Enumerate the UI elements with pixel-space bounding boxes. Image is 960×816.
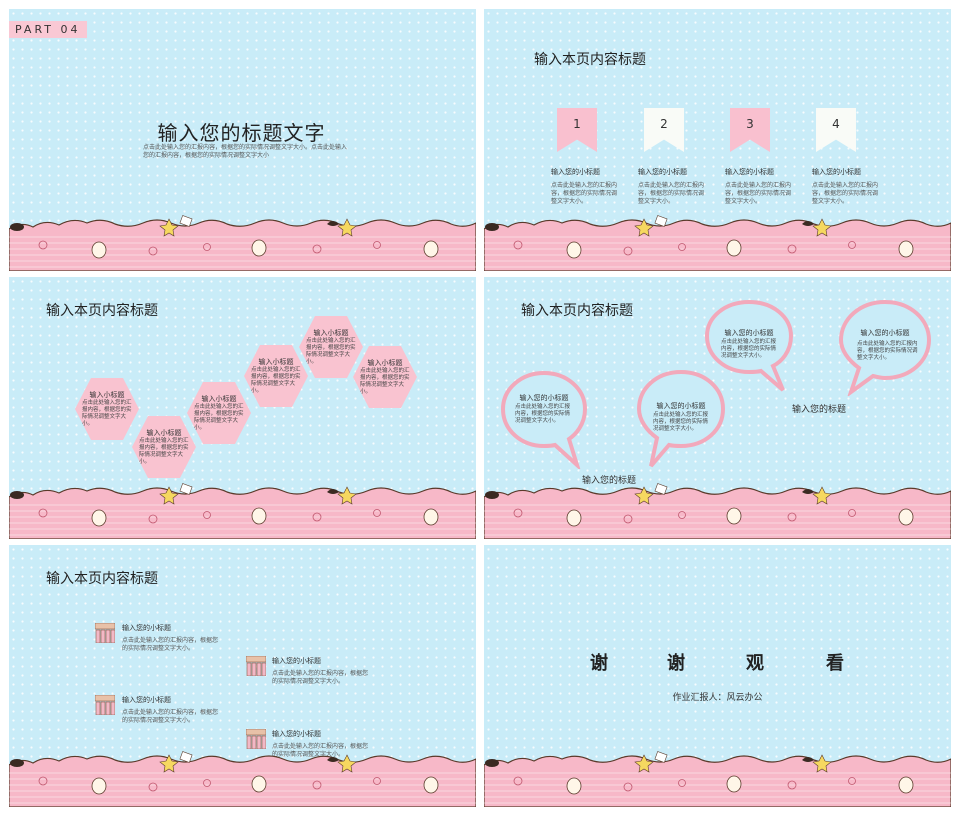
reporter-line: 作业汇报人：风云办公	[672, 693, 763, 703]
item-subtitle: 输入您的小标题	[551, 168, 600, 176]
bubble-title: 输入您的小标题	[656, 402, 706, 410]
speech-bubble: 输入您的小标题 点击此处输入您的汇报内容，根据您的实际情况调整文字大小。	[837, 298, 933, 398]
decorative-strip	[9, 751, 476, 807]
thanks-char: 看	[826, 653, 844, 674]
slide-title: 输入本页内容标题	[534, 52, 646, 68]
hex-text: 点击此处输入您的汇报内容，根据您的实际情况调整文字大小。	[82, 400, 132, 427]
slide-5[interactable]: 输入本页内容标题 输入您的小标题 点击此处输入您的汇报内容，根据您的实际情况调整…	[9, 545, 476, 807]
bubble-title: 输入您的小标题	[860, 329, 910, 337]
item-text: 点击此处输入您的汇报内容，根据您的实际情况调整文字大小。	[638, 182, 705, 205]
item-subtitle: 输入您的小标题	[812, 168, 861, 176]
number-flag-4: 4	[816, 108, 856, 152]
item-text: 点击此处输入您的汇报内容，根据您的实际情况调整文字大小。	[122, 709, 219, 724]
slide-6[interactable]: 谢 谢 观 看 作业汇报人：风云办公	[484, 545, 951, 807]
item-subtitle: 输入您的小标题	[638, 168, 687, 176]
bubble-text: 点击此处输入您的汇报内容，根据您的实际情况调整文字大小。	[653, 412, 709, 432]
item-subtitle: 输入您的小标题	[725, 168, 774, 176]
speech-bubble: 输入您的小标题 点击此处输入您的汇报内容，根据您的实际情况调整文字大小。	[703, 298, 795, 394]
hexagon-card: 输入小标题 点击此处输入您的汇报内容，根据您的实际情况调整文字大小。	[187, 382, 251, 444]
hex-text: 点击此处输入您的汇报内容，根据您的实际情况调整文字大小。	[251, 367, 301, 394]
part-label: PART 04	[9, 21, 87, 38]
list-item: 输入您的小标题 点击此处输入您的汇报内容，根据您的实际情况调整文字大小。	[272, 729, 372, 759]
item-text: 点击此处输入您的汇报内容，根据您的实际情况调整文字大小。	[272, 670, 369, 685]
bubble-text: 点击此处输入您的汇报内容，根据您的实际情况调整文字大小。	[515, 404, 571, 424]
item-text: 点击此处输入您的汇报内容，根据您的实际情况调整文字大小。	[122, 637, 219, 652]
decorative-strip	[9, 215, 476, 271]
number-flag-1: 1	[557, 108, 597, 152]
list-item: 输入您的小标题 点击此处输入您的汇报内容，根据您的实际情况调整文字大小。	[725, 167, 795, 206]
speech-bubble-shape	[838, 299, 932, 398]
decorative-strip	[9, 483, 476, 539]
slide-title: 输入本页内容标题	[46, 303, 158, 319]
item-text: 点击此处输入您的汇报内容，根据您的实际情况调整文字大小。	[725, 182, 792, 205]
bubble-title: 输入您的小标题	[519, 394, 569, 402]
speech-bubble: 输入您的小标题 点击此处输入您的汇报内容，根据您的实际情况调整文字大小。	[499, 369, 589, 472]
hexagon-card: 输入小标题 点击此处输入您的汇报内容，根据您的实际情况调整文字大小。	[244, 345, 308, 407]
number-flag-2: 2	[644, 108, 684, 152]
slide-2[interactable]: 输入本页内容标题 1 2 3 4 输入您的小标题 点击此处输入您的汇报内容，根据…	[484, 9, 951, 271]
hex-title: 输入小标题	[201, 395, 237, 403]
main-title: 输入您的标题文字	[157, 121, 326, 145]
hex-title: 输入小标题	[146, 429, 182, 437]
hex-title: 输入小标题	[313, 329, 349, 337]
hex-text: 点击此处输入您的汇报内容，根据您的实际情况调整文字大小。	[139, 438, 189, 465]
item-subtitle: 输入您的小标题	[122, 624, 171, 632]
thanks-char: 观	[746, 653, 764, 674]
thanks-char: 谢	[667, 653, 685, 674]
hex-text: 点击此处输入您的汇报内容，根据您的实际情况调整文字大小。	[306, 338, 356, 365]
books-icon	[95, 695, 115, 715]
decorative-strip	[484, 751, 951, 807]
number-flag-3: 3	[730, 108, 770, 152]
main-description: 点击此处输入您的汇报内容，根据您的实际情况调整文字大小。点击此处输入您的汇报内容…	[143, 144, 348, 159]
hex-title: 输入小标题	[89, 391, 125, 399]
bubble-label: 输入您的标题	[582, 476, 637, 486]
bubble-title: 输入您的小标题	[724, 329, 774, 337]
slide-title: 输入本页内容标题	[46, 571, 158, 587]
item-subtitle: 输入您的小标题	[272, 730, 321, 738]
hex-text: 点击此处输入您的汇报内容，根据您的实际情况调整文字大小。	[194, 404, 244, 431]
hex-title: 输入小标题	[258, 358, 294, 366]
list-item: 输入您的小标题 点击此处输入您的汇报内容，根据您的实际情况调整文字大小。	[551, 167, 621, 206]
list-item: 输入您的小标题 点击此处输入您的汇报内容，根据您的实际情况调整文字大小。	[812, 167, 882, 206]
slide-4[interactable]: 输入本页内容标题 输入您的小标题 点击此处输入您的汇报内容，根据您的实际情况调整…	[484, 277, 951, 539]
speech-bubble-shape	[636, 369, 726, 468]
item-text: 点击此处输入您的汇报内容，根据您的实际情况调整文字大小。	[551, 182, 618, 205]
thanks-char: 谢	[590, 653, 608, 674]
bubble-label: 输入您的标题	[792, 405, 847, 415]
books-icon	[246, 729, 266, 749]
bubble-text: 点击此处输入您的汇报内容，根据您的实际情况调整文字大小。	[857, 341, 918, 361]
list-item: 输入您的小标题 点击此处输入您的汇报内容，根据您的实际情况调整文字大小。	[122, 695, 222, 725]
hexagon-card: 输入小标题 点击此处输入您的汇报内容，根据您的实际情况调整文字大小。	[75, 378, 139, 440]
decorative-strip	[484, 483, 951, 539]
bubble-text: 点击此处输入您的汇报内容，根据您的实际情况调整文字大小。	[721, 339, 777, 359]
hexagon-card: 输入小标题 点击此处输入您的汇报内容，根据您的实际情况调整文字大小。	[299, 316, 363, 378]
speech-bubble-shape	[500, 370, 588, 472]
slide-title: 输入本页内容标题	[521, 303, 633, 319]
speech-bubble: 输入您的小标题 点击此处输入您的汇报内容，根据您的实际情况调整文字大小。	[635, 368, 727, 470]
hex-title: 输入小标题	[367, 359, 403, 367]
item-subtitle: 输入您的小标题	[122, 696, 171, 704]
list-item: 输入您的小标题 点击此处输入您的汇报内容，根据您的实际情况调整文字大小。	[638, 167, 708, 206]
list-item: 输入您的小标题 点击此处输入您的汇报内容，根据您的实际情况调整文字大小。	[122, 623, 222, 653]
hexagon-card: 输入小标题 点击此处输入您的汇报内容，根据您的实际情况调整文字大小。	[353, 346, 417, 408]
slide-3[interactable]: 输入本页内容标题 输入小标题 点击此处输入您的汇报内容，根据您的实际情况调整文字…	[9, 277, 476, 539]
item-subtitle: 输入您的小标题	[272, 657, 321, 665]
list-item: 输入您的小标题 点击此处输入您的汇报内容，根据您的实际情况调整文字大小。	[272, 656, 372, 686]
books-icon	[95, 623, 115, 643]
hex-text: 点击此处输入您的汇报内容，根据您的实际情况调整文字大小。	[360, 368, 410, 395]
books-icon	[246, 656, 266, 676]
hexagon-card: 输入小标题 点击此处输入您的汇报内容，根据您的实际情况调整文字大小。	[132, 416, 196, 478]
item-text: 点击此处输入您的汇报内容，根据您的实际情况调整文字大小。	[812, 182, 879, 205]
slide-1[interactable]: PART 04 输入您的标题文字 点击此处输入您的汇报内容，根据您的实际情况调整…	[9, 9, 476, 271]
item-text: 点击此处输入您的汇报内容，根据您的实际情况调整文字大小。	[272, 743, 369, 758]
speech-bubble-shape	[704, 299, 794, 392]
decorative-strip	[484, 215, 951, 271]
